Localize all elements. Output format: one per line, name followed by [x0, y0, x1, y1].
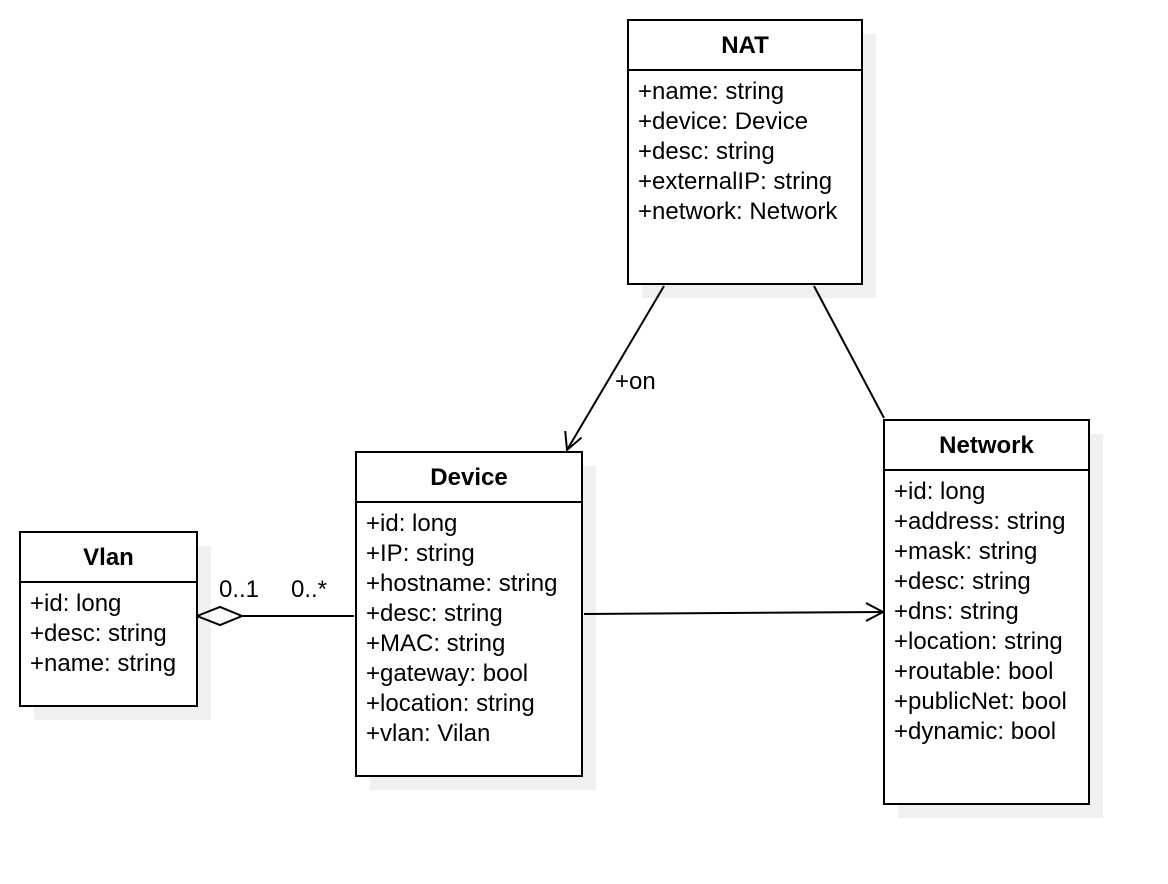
- network-attr: +dns: string: [894, 598, 1019, 625]
- network-attr: +dynamic: bool: [894, 718, 1056, 745]
- class-network[interactable]: Network +id: long +address: string +mask…: [883, 419, 1090, 805]
- network-attr: +address: string: [894, 508, 1065, 535]
- nat-attr: +desc: string: [638, 138, 775, 165]
- class-vlan[interactable]: Vlan +id: long +desc: string +name: stri…: [19, 531, 198, 707]
- relation-vlan-device[interactable]: 0..1 0..*: [194, 576, 354, 627]
- class-nat[interactable]: NAT +name: string +device: Device +desc:…: [627, 19, 863, 285]
- device-attr: +location: string: [366, 690, 535, 717]
- network-attr: +location: string: [894, 628, 1063, 655]
- vlan-class-box: [19, 531, 198, 707]
- network-attr: +mask: string: [894, 538, 1037, 565]
- device-attr: +MAC: string: [366, 630, 505, 657]
- network-attr: +desc: string: [894, 568, 1031, 595]
- network-attr: +routable: bool: [894, 658, 1053, 685]
- aggregation-diamond: [194, 605, 245, 627]
- device-multiplicity-label: 0..*: [291, 576, 327, 603]
- network-attr: +id: long: [894, 478, 985, 505]
- nat-device-arrowhead: [564, 430, 583, 453]
- vlan-class-title: Vlan: [83, 544, 134, 571]
- relation-device-network[interactable]: [583, 602, 886, 622]
- nat-attr: +externalIP: string: [638, 168, 832, 195]
- nat-attr: +network: Network: [638, 198, 838, 225]
- vlan-attr: +name: string: [30, 650, 176, 677]
- device-network-line: [583, 611, 884, 615]
- vlan-attr: +id: long: [30, 590, 121, 617]
- device-attr: +hostname: string: [366, 570, 557, 597]
- device-attr: +id: long: [366, 510, 457, 537]
- vlan-multiplicity-label: 0..1: [219, 576, 259, 603]
- network-class-box: [883, 419, 1090, 805]
- nat-device-label: +on: [615, 368, 656, 395]
- relation-nat-network[interactable]: [813, 285, 885, 419]
- nat-attr: +device: Device: [638, 108, 808, 135]
- device-class-title: Device: [430, 464, 507, 491]
- nat-class-title: NAT: [721, 32, 769, 59]
- device-attr: +gateway: bool: [366, 660, 528, 687]
- relation-nat-device[interactable]: +on: [564, 285, 665, 453]
- class-device[interactable]: Device +id: long +IP: string +hostname: …: [355, 451, 583, 777]
- network-class-title: Network: [939, 432, 1034, 459]
- device-attr: +vlan: Vilan: [366, 720, 490, 747]
- vlan-attr: +desc: string: [30, 620, 167, 647]
- nat-device-line: [566, 285, 665, 451]
- nat-attr: +name: string: [638, 78, 784, 105]
- network-attr: +publicNet: bool: [894, 688, 1067, 715]
- nat-network-line: [813, 285, 885, 419]
- device-class-box: [355, 451, 583, 777]
- nat-class-box: [627, 19, 863, 285]
- device-attr: +desc: string: [366, 600, 503, 627]
- device-attr: +IP: string: [366, 540, 475, 567]
